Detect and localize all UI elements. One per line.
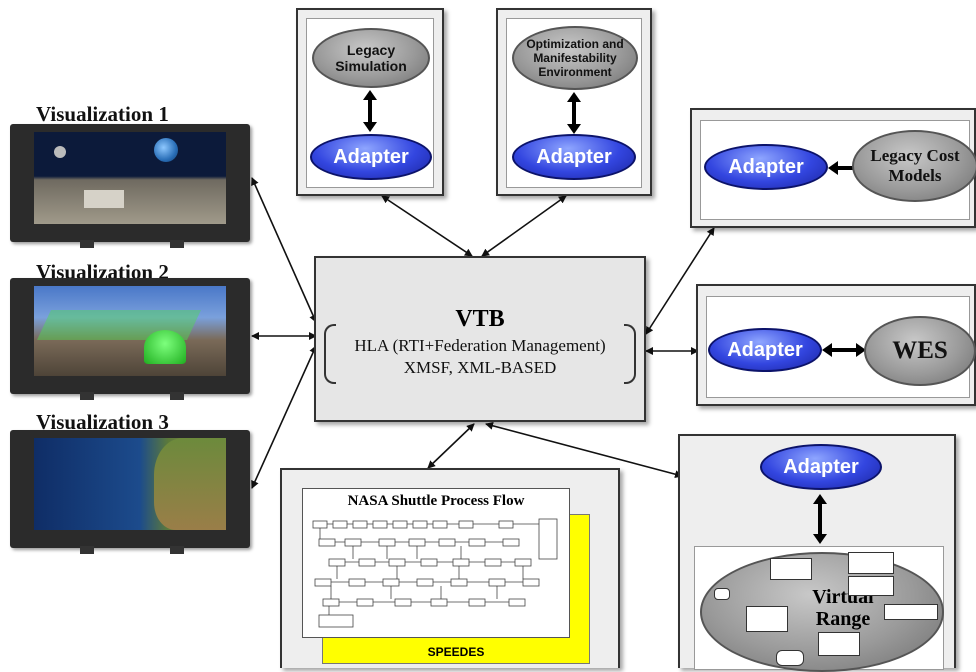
vtb-line1: HLA (RTI+Federation Management)	[354, 336, 606, 355]
legacy-sim-link-icon	[363, 90, 377, 132]
optimization-adapter: Adapter	[512, 134, 636, 180]
vr-node-6	[818, 632, 860, 656]
wes-adapter: Adapter	[708, 328, 822, 372]
vr-node-3	[848, 576, 894, 596]
vr-node-5	[884, 604, 938, 620]
vis2-foot-left	[80, 392, 94, 400]
earth-icon	[154, 138, 178, 162]
legacy-simulation-ellipse: Legacy Simulation	[312, 28, 430, 88]
vis3-foot-right	[170, 546, 184, 554]
arrow-vrange-vtb	[485, 421, 683, 479]
vis3-foot-left	[80, 546, 94, 554]
cost-models-adapter: Adapter	[704, 144, 828, 190]
vr-node-1	[770, 558, 812, 580]
vis1-foot-right	[170, 240, 184, 248]
arrow-vis3-vtb	[251, 345, 317, 489]
arrow-cost-vtb	[645, 227, 715, 335]
vis1-monitor	[10, 124, 250, 248]
speedes-label: SPEEDES	[427, 645, 485, 659]
vis3-monitor	[10, 430, 250, 554]
vtb-bracket-left	[324, 324, 336, 384]
vis2-monitor	[10, 278, 250, 400]
vis2-foot-right	[170, 392, 184, 400]
shuttle-flow-diagram	[312, 518, 558, 628]
launch-facility-icon	[84, 190, 124, 208]
cost-models-ellipse: Legacy Cost Models	[852, 130, 976, 202]
vr-node-7	[776, 650, 804, 666]
vis1-screen	[34, 132, 226, 224]
legacy-simulation-box: Legacy Simulation Adapter	[296, 8, 444, 196]
vtb-bracket-right	[624, 324, 636, 384]
arrow-shuttle-vtb	[427, 423, 475, 469]
legacy-simulation-adapter: Adapter	[310, 134, 432, 180]
shuttle-flow-panel: NASA Shuttle Process Flow	[302, 488, 570, 638]
wes-link-icon	[822, 343, 866, 357]
wes-box: Adapter WES	[696, 284, 976, 406]
virtual-range-box: Adapter Virtual Range	[678, 434, 956, 672]
shuttle-flow-title: NASA Shuttle Process Flow	[347, 493, 525, 509]
arrow-legacysim-vtb	[381, 195, 473, 257]
green-dome-icon	[144, 330, 186, 364]
optimization-link-icon	[567, 92, 581, 134]
virtual-range-adapter: Adapter	[760, 444, 882, 490]
arrow-optim-vtb	[481, 195, 567, 257]
vis1-title: Visualization 1	[36, 102, 169, 126]
vr-node-4	[746, 606, 788, 632]
moon-icon	[54, 146, 66, 158]
vtb-box: VTB HLA (RTI+Federation Management) XMSF…	[314, 256, 646, 422]
vr-node-8	[714, 588, 730, 600]
shuttle-box: SPEEDES NASA Shuttle Process Flow	[280, 468, 620, 668]
optimization-ellipse: Optimization and Manifestability Environ…	[512, 26, 638, 90]
coastline-shape	[154, 438, 226, 530]
cost-models-box: Adapter Legacy Cost Models	[690, 108, 976, 228]
vtb-title: VTB	[455, 306, 505, 332]
vis2-screen	[34, 286, 226, 376]
vtb-line2: XMSF, XML-BASED	[403, 358, 557, 377]
vis1-foot-left	[80, 240, 94, 248]
optimization-box: Optimization and Manifestability Environ…	[496, 8, 652, 196]
vr-node-2	[848, 552, 894, 574]
wes-ellipse: WES	[864, 316, 976, 386]
vis3-screen	[34, 438, 226, 530]
arrow-vis1-vtb	[251, 177, 317, 323]
virtual-range-link-icon	[813, 494, 827, 544]
